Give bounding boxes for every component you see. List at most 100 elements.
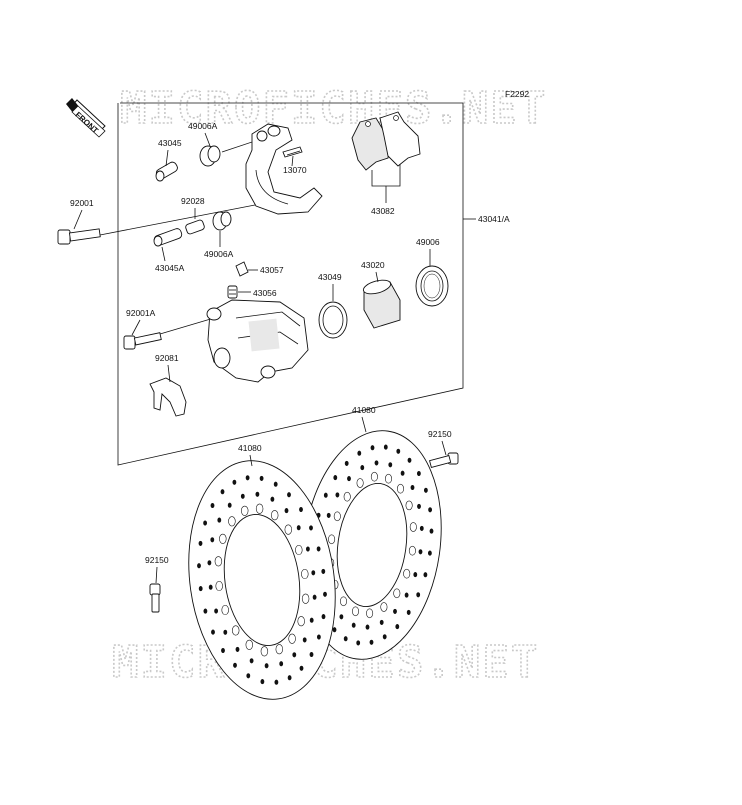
disc-hole bbox=[323, 591, 327, 597]
disc-hole bbox=[343, 491, 351, 502]
disc-hole bbox=[312, 594, 317, 600]
brake-pads-43082 bbox=[351, 111, 421, 171]
label-43049: 43049 bbox=[318, 272, 342, 282]
disc-hole bbox=[245, 475, 250, 481]
disc-hole bbox=[197, 563, 201, 569]
label-49006a-mid: 49006A bbox=[204, 249, 234, 259]
pad-clip-92081 bbox=[149, 377, 187, 417]
disc-hole bbox=[357, 450, 362, 456]
disc-hole bbox=[404, 592, 409, 598]
disc-hole bbox=[295, 544, 303, 556]
disc-hole bbox=[203, 608, 208, 614]
disc-hole bbox=[356, 478, 364, 488]
disc-hole bbox=[287, 675, 292, 681]
disc-hole bbox=[210, 537, 215, 543]
disc-hole bbox=[419, 525, 424, 531]
disc-hole bbox=[423, 572, 428, 578]
disc-hole bbox=[215, 580, 223, 592]
disc-hole bbox=[302, 637, 307, 643]
disc-hole bbox=[370, 445, 375, 451]
label-41080-back: 41080 bbox=[352, 405, 376, 415]
disc-hole bbox=[255, 503, 264, 514]
disc-hole bbox=[284, 508, 289, 514]
disc-hole bbox=[339, 614, 344, 620]
disc-hole bbox=[396, 483, 404, 494]
disc-hole bbox=[207, 560, 212, 566]
disc-hole bbox=[365, 624, 370, 630]
label-92081: 92081 bbox=[155, 353, 179, 363]
disc-hole bbox=[400, 470, 405, 476]
disc-hole bbox=[360, 465, 365, 471]
disc-hole bbox=[393, 588, 401, 599]
disc-hole bbox=[379, 619, 384, 625]
label-92150-right: 92150 bbox=[428, 429, 452, 439]
disc-hole bbox=[208, 584, 213, 590]
label-43056: 43056 bbox=[253, 288, 277, 298]
disc-hole bbox=[335, 492, 340, 498]
caliper-bracket bbox=[245, 123, 323, 215]
disc-hole bbox=[410, 484, 415, 491]
label-41080-front: 41080 bbox=[238, 443, 262, 453]
disc-hole bbox=[217, 517, 222, 523]
disc-hole bbox=[309, 617, 314, 623]
disc-hole bbox=[356, 640, 361, 646]
disc-hole bbox=[228, 516, 236, 527]
disc-hole bbox=[249, 658, 254, 664]
disc-hole bbox=[299, 665, 304, 671]
disc-hole bbox=[383, 444, 388, 450]
label-92001a: 92001A bbox=[126, 308, 156, 318]
disc-hole bbox=[316, 546, 321, 552]
disc-hole bbox=[309, 651, 314, 658]
disc-hole bbox=[260, 679, 265, 685]
disc-hole bbox=[292, 652, 297, 658]
disc-hole bbox=[321, 614, 326, 620]
disc-hole bbox=[366, 608, 374, 619]
disc-hole bbox=[326, 512, 331, 518]
disc-hole bbox=[323, 492, 328, 498]
disc-hole bbox=[382, 634, 387, 640]
label-43045: 43045 bbox=[158, 138, 182, 148]
watermark-top: MICROFICHES.NET bbox=[120, 83, 547, 134]
label-92001: 92001 bbox=[70, 198, 94, 208]
disc-hole bbox=[423, 487, 428, 493]
front-arrow-icon: FRONT bbox=[66, 98, 106, 138]
disc-hole bbox=[351, 622, 356, 628]
disc-hole bbox=[416, 592, 421, 598]
disc-hole bbox=[305, 546, 310, 552]
bleeder-cap-43057 bbox=[235, 261, 249, 277]
disc-hole bbox=[260, 646, 269, 657]
disc-hole bbox=[223, 629, 228, 635]
disc-hole bbox=[246, 673, 251, 679]
disc-hole bbox=[227, 502, 232, 508]
disc-hole bbox=[241, 505, 249, 516]
disc-hole bbox=[232, 479, 237, 485]
disc-hole bbox=[301, 593, 310, 604]
disc-hole bbox=[219, 533, 227, 544]
disc-hole bbox=[299, 506, 303, 513]
disc-hole bbox=[214, 556, 223, 567]
disc-hole bbox=[203, 520, 208, 526]
label-49006a-top: 49006A bbox=[188, 121, 218, 131]
disc-hole bbox=[343, 636, 348, 642]
disc-hole bbox=[380, 602, 388, 612]
disc-hole bbox=[417, 503, 421, 509]
disc-hole bbox=[274, 679, 279, 685]
label-13070: 13070 bbox=[283, 165, 307, 175]
brake-disc-41080-back bbox=[302, 430, 442, 660]
disc-hole bbox=[339, 596, 347, 607]
disc-hole bbox=[347, 476, 351, 482]
disc-hole bbox=[370, 471, 378, 482]
seal-43049 bbox=[318, 301, 348, 339]
disc-hole bbox=[427, 550, 432, 556]
disc-hole bbox=[233, 662, 237, 668]
disc-hole bbox=[288, 633, 296, 644]
disc-hole bbox=[374, 460, 379, 466]
disc-hole bbox=[344, 460, 349, 466]
bolt-92001a bbox=[123, 317, 215, 350]
disc-hole bbox=[321, 568, 326, 574]
label-43041a: 43041/A bbox=[478, 214, 510, 224]
disc-hole bbox=[221, 647, 225, 654]
bolt-92150-left bbox=[149, 583, 161, 613]
